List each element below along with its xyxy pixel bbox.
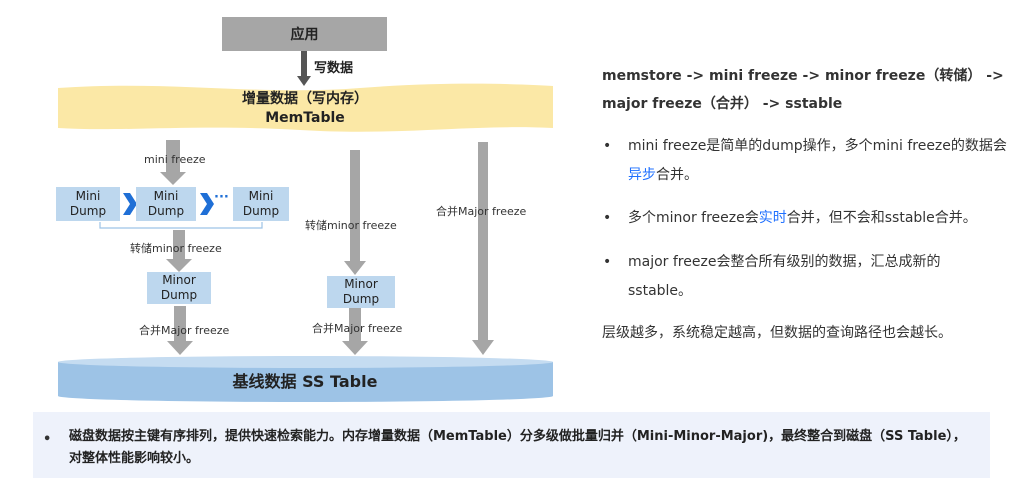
mid-major-freeze-label: 合并Major freeze: [312, 322, 403, 335]
bullet-text-part: major freeze会整合所有级别的数据，汇总成新的sstable。: [628, 254, 941, 299]
bullet-text-part: 多个minor freeze会: [628, 210, 759, 226]
highlight-text: 异步: [628, 167, 656, 183]
mini-dump-box: Mini Dump: [56, 187, 120, 221]
bullet-dot: •: [603, 254, 612, 270]
mini-freeze-label: mini freeze: [144, 153, 206, 166]
highlight-text: 实时: [758, 210, 787, 226]
chevron-icon: [123, 193, 137, 215]
bullet-text-part: 合并，但不会和sstable合并。: [786, 210, 977, 226]
write-arrow: [297, 51, 311, 86]
app-label: 应用: [290, 27, 319, 43]
memtable-subtitle: MemTable: [265, 110, 345, 126]
flow-title: memstore -> mini freeze -> minor freeze（…: [602, 68, 1004, 112]
bullet-item: • mini freeze是简单的dump操作，多个mini freeze的数据…: [603, 132, 1013, 192]
left-minor-freeze-label: 转储minor freeze: [130, 242, 222, 255]
minor-dump-box: Minor Dump: [327, 276, 395, 308]
bullet-text-part: mini freeze是简单的dump操作，多个mini freeze的数据会: [628, 138, 1007, 154]
mini-dump-box: Mini Dump: [136, 187, 196, 221]
left-major-freeze-arrow: [167, 306, 193, 355]
left-major-freeze-label: 合并Major freeze: [139, 324, 230, 337]
bullet-text: mini freeze是简单的dump操作，多个mini freeze的数据会异…: [628, 132, 1018, 190]
chevron-icon: [200, 193, 214, 215]
app-box: 应用: [222, 17, 387, 51]
bottom-note-bar: [33, 412, 990, 478]
mini-dump-box: Mini Dump: [233, 187, 289, 221]
memtable-label: 增量数据（写内存） MemTable: [60, 90, 550, 128]
bullet-item: • 多个minor freeze会实时合并，但不会和sstable合并。: [603, 204, 1013, 234]
bottom-note-text: 磁盘数据按主键有序排列，提供快速检索能力。内存增量数据（MemTable）分多级…: [69, 429, 966, 466]
bottom-bullet-dot: •: [43, 432, 52, 447]
bullet-dot: •: [603, 210, 612, 226]
mid-minor-freeze-label: 转储minor freeze: [305, 219, 397, 232]
ellipsis: ···: [214, 190, 229, 205]
write-data-label: 写数据: [314, 61, 354, 76]
memtable-banner: [58, 83, 553, 132]
bullet-dot: •: [603, 138, 612, 154]
mini-freeze-arrow: [160, 140, 186, 185]
bullet-item: • major freeze会整合所有级别的数据，汇总成新的sstable。: [603, 248, 1013, 308]
summary-text: 层级越多，系统稳定越高，但数据的查询路径也会越长。: [602, 325, 952, 341]
right-major-freeze-arrow: [472, 142, 494, 355]
mid-minor-freeze-arrow: [344, 150, 366, 275]
bullet-text: major freeze会整合所有级别的数据，汇总成新的sstable。: [628, 248, 988, 306]
mid-major-freeze-arrow: [342, 308, 368, 355]
bullet-text-part: 合并。: [656, 167, 698, 183]
minor-dump-box: Minor Dump: [147, 272, 211, 304]
memtable-title: 增量数据（写内存）: [242, 91, 368, 107]
right-major-freeze-label: 合并Major freeze: [436, 205, 527, 218]
flow-diagram: [58, 51, 553, 402]
bullet-text: 多个minor freeze会实时合并，但不会和sstable合并。: [628, 204, 1024, 233]
sstable-label: 基线数据 SS Table: [232, 372, 378, 391]
sstable-cylinder: [58, 356, 553, 402]
mini-dump-bracket: [99, 222, 263, 229]
left-minor-freeze-arrow: [166, 230, 192, 272]
